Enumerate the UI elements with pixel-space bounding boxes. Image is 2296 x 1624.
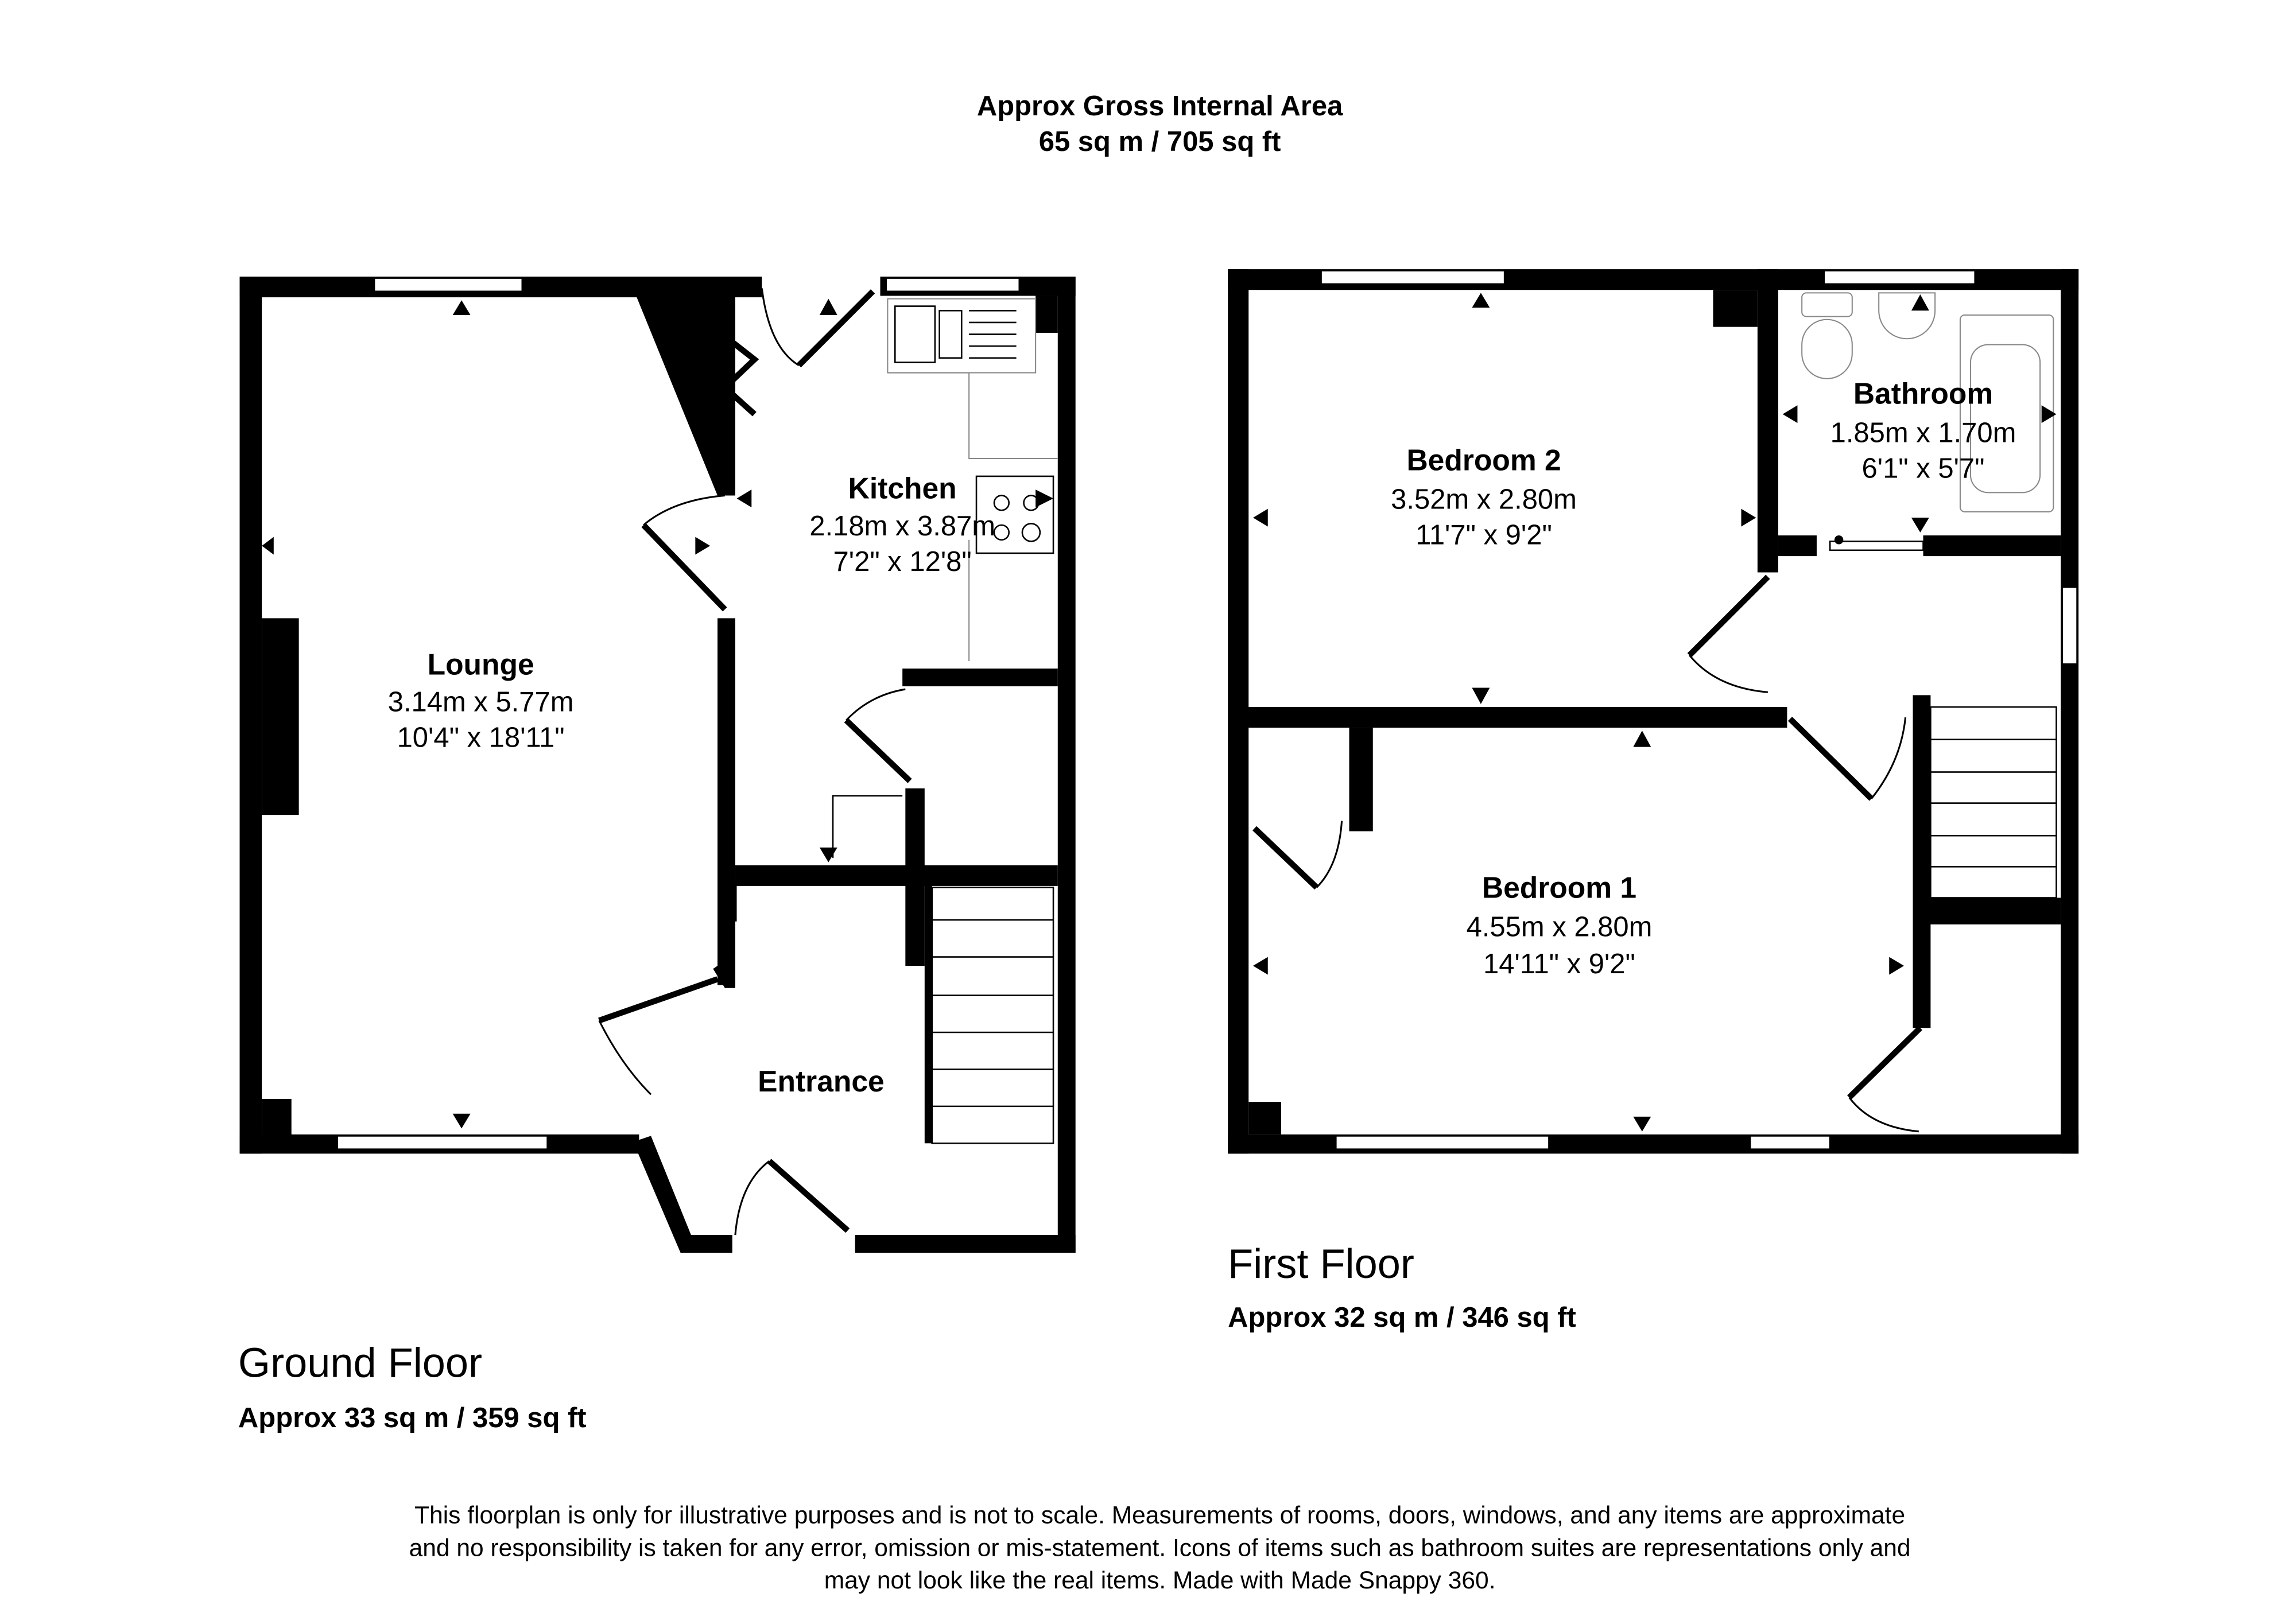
gross-area-title: Approx Gross Internal Area xyxy=(977,91,1343,122)
stairs xyxy=(1930,706,2057,899)
measurement-arrows xyxy=(1252,293,2057,1132)
room-imperial: 14'11" x 9'2" xyxy=(1483,949,1635,980)
window xyxy=(336,1135,548,1150)
room-imperial: 10'4" x 18'11" xyxy=(397,722,565,753)
sliding-door xyxy=(1829,541,1924,551)
window xyxy=(1823,270,1976,285)
room-metric: 2.18m x 3.87m xyxy=(809,511,995,542)
room-name: Kitchen xyxy=(848,472,957,505)
chimney-breast xyxy=(262,618,299,815)
toilet-icon xyxy=(1801,292,1853,317)
disclaimer-line: This floorplan is only for illustrative … xyxy=(414,1502,1905,1529)
window xyxy=(2061,586,2078,665)
window xyxy=(373,277,523,293)
measurement-arrows xyxy=(262,298,1054,1129)
room-name: Bedroom 2 xyxy=(1406,444,1561,477)
hob-icon xyxy=(975,475,1054,554)
room-name: Bathroom xyxy=(1853,377,1993,410)
disclaimer-line: and no responsibility is taken for any e… xyxy=(409,1534,1911,1561)
room-metric: 3.14m x 5.77m xyxy=(388,687,574,718)
room-name: Lounge xyxy=(428,647,534,681)
room-name: Bedroom 1 xyxy=(1482,871,1636,904)
room-name: Entrance xyxy=(758,1064,885,1098)
ground-floor-plan xyxy=(239,277,1076,1253)
window xyxy=(1335,1135,1550,1150)
room-metric: 3.52m x 2.80m xyxy=(1391,484,1577,515)
room-imperial: 6'1" x 5'7" xyxy=(1861,453,1984,484)
window xyxy=(885,277,1021,293)
window xyxy=(1749,1135,1831,1150)
room-metric: 4.55m x 2.80m xyxy=(1467,911,1653,942)
window xyxy=(1320,270,1506,285)
gross-area-value: 65 sq m / 705 sq ft xyxy=(1039,126,1281,157)
first-floor-area: Approx 32 sq m / 346 sq ft xyxy=(1228,1302,1576,1333)
basin-icon xyxy=(1878,292,1936,340)
ground-floor-area: Approx 33 sq m / 359 sq ft xyxy=(238,1402,587,1433)
first-floor-label: First Floor xyxy=(1228,1241,1414,1287)
room-imperial: 7'2" x 12'8" xyxy=(833,546,972,577)
room-imperial: 11'7" x 9'2" xyxy=(1415,520,1552,551)
disclaimer-line: may not look like the real items. Made w… xyxy=(824,1567,1496,1594)
stairs xyxy=(931,887,1054,1144)
first-floor-plan xyxy=(1228,269,2079,1154)
ground-floor-label: Ground Floor xyxy=(238,1341,482,1386)
room-metric: 1.85m x 1.70m xyxy=(1830,418,2016,449)
